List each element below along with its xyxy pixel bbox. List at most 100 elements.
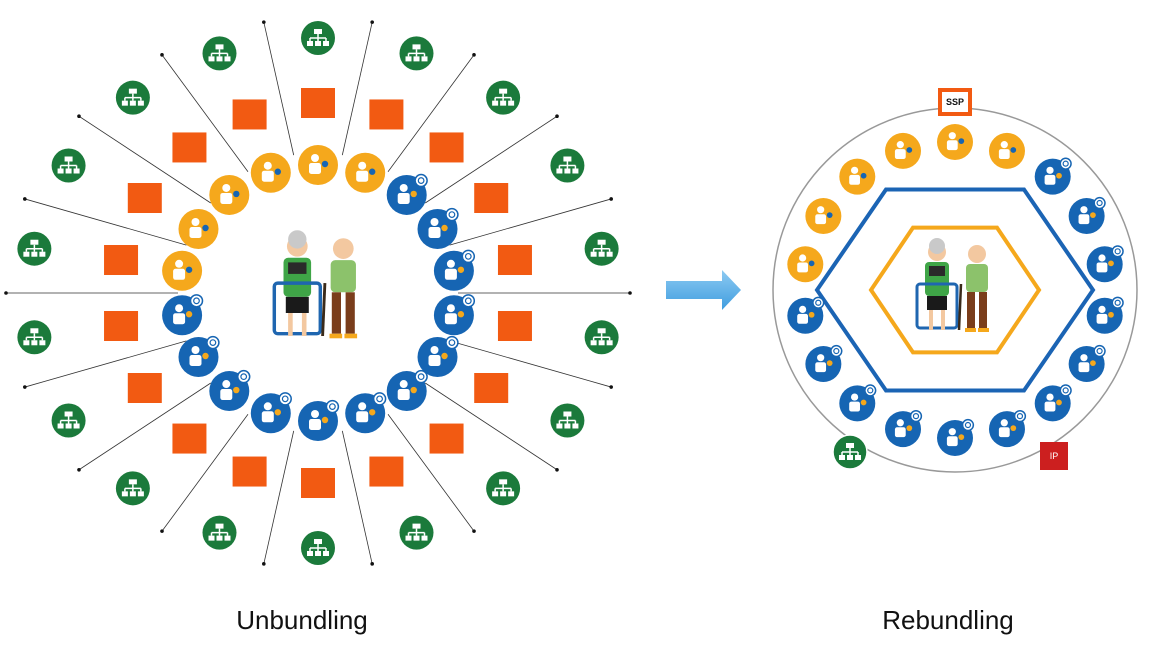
nurse-icon (417, 207, 459, 249)
org-chart-icon (202, 36, 237, 71)
line-endpoint (160, 529, 164, 533)
walker (915, 282, 959, 330)
org-chart-icon (17, 320, 52, 355)
ip-badge (1040, 442, 1068, 470)
walker-icon (298, 145, 338, 185)
line-endpoint (370, 20, 374, 24)
stethoscope-icon (433, 249, 476, 291)
games-icon (250, 152, 291, 193)
line-endpoint (77, 114, 81, 119)
people-search-icon (805, 344, 843, 382)
connector-line (78, 382, 211, 471)
provider-square (127, 373, 162, 403)
line-endpoint (609, 197, 613, 201)
line-endpoint (4, 291, 8, 295)
line-endpoint (23, 197, 27, 201)
org-chart-icon (17, 231, 52, 266)
connector-line (263, 22, 295, 156)
chat-care-icon (787, 296, 825, 334)
seniors-illustration-bundled (915, 238, 989, 332)
transition-arrow (666, 270, 741, 310)
man-sweater (966, 264, 988, 292)
caption-rebundling: Rebundling (882, 605, 1014, 635)
provider-square (429, 132, 464, 163)
connector-line (24, 198, 187, 246)
org-chart-icon (584, 231, 619, 266)
org-chart-icon (550, 403, 585, 438)
cane (957, 283, 963, 331)
connector-line (341, 430, 373, 564)
walking-aid-icon (1034, 384, 1072, 422)
line-endpoint (472, 53, 476, 57)
caduceus-icon (839, 384, 877, 422)
helping-hands-icon (345, 392, 387, 434)
connector-line (387, 414, 475, 532)
platform-circle (772, 107, 1138, 473)
org-chart-icon (399, 36, 434, 71)
connector-line (449, 340, 612, 388)
heart-hand-icon (345, 152, 386, 193)
man-head (968, 245, 986, 263)
ssp-badge (938, 88, 972, 116)
walker-icon (937, 124, 973, 160)
bone-joint-icon (433, 294, 476, 336)
connector-line (425, 382, 558, 471)
line-endpoint (609, 385, 613, 389)
provider-square (172, 423, 207, 454)
provider-square (497, 245, 532, 276)
org-chart-icon (301, 21, 335, 55)
connector-line (161, 54, 249, 172)
bone-joint-icon (1086, 296, 1124, 334)
org-chart-icon (486, 471, 521, 506)
provider-squares (104, 88, 532, 498)
line-endpoint (628, 291, 632, 295)
caduceus-icon (209, 369, 251, 412)
provider-square (232, 456, 267, 487)
consumer-org-icon-bundled (832, 434, 868, 470)
provider-square (369, 99, 404, 130)
heart-care-icon (298, 399, 340, 441)
line-endpoint (77, 467, 81, 472)
hospital-icon (885, 409, 923, 448)
outer-hexagon (814, 187, 1096, 393)
org-chart-icon (301, 531, 335, 565)
connector-line (425, 115, 558, 204)
org-chart-icon (550, 148, 585, 183)
connector-line (263, 430, 295, 564)
inner-hexagon (868, 225, 1042, 355)
doctor-icon (1034, 157, 1072, 195)
people-search-icon (178, 335, 220, 377)
connector-line (78, 115, 211, 204)
provider-square (369, 456, 404, 487)
provider-square (104, 245, 139, 276)
heart-hand-icon (988, 132, 1025, 169)
org-chart-icon (486, 80, 521, 115)
seniors-illustration (272, 230, 358, 339)
walker (272, 281, 323, 336)
provider-square (104, 310, 139, 341)
heart-care-icon (937, 418, 975, 456)
doctor-icon (386, 173, 428, 215)
caption-unbundling: Unbundling (236, 605, 368, 635)
hospital-icon (250, 392, 292, 434)
org-chart-icon (51, 403, 86, 438)
bedside-care-icon (417, 335, 459, 377)
community-icon (178, 209, 219, 249)
walking-aid-icon (386, 369, 428, 412)
line-endpoint (555, 467, 559, 472)
provider-square (127, 183, 162, 213)
ip-label: IP (1049, 451, 1059, 461)
provider-square (301, 88, 335, 118)
org-chart-icon (399, 515, 434, 550)
provider-square (172, 132, 207, 163)
provider-square (429, 423, 464, 454)
provider-square (497, 310, 532, 341)
community-icon (805, 198, 842, 234)
man-sweater (330, 260, 356, 293)
cane (321, 283, 327, 337)
connector-line (341, 22, 373, 156)
stethoscope-icon (1086, 245, 1124, 283)
provider-square (232, 99, 267, 130)
helping-hands-icon (988, 409, 1027, 448)
